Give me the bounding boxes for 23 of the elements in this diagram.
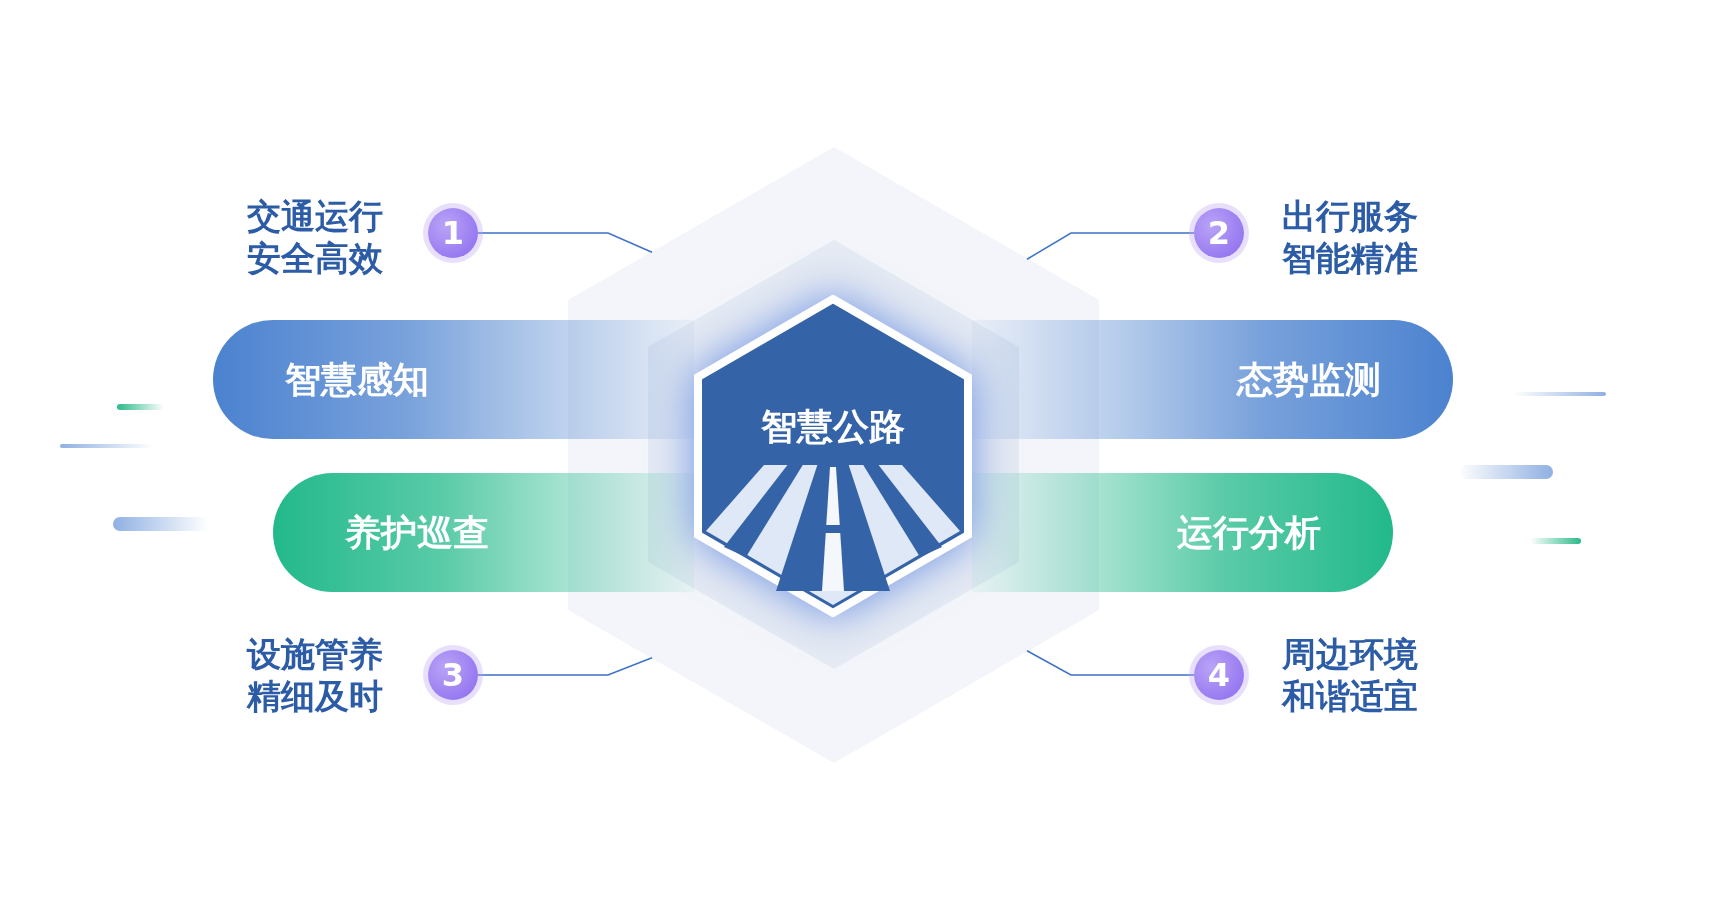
band-label: 态势监测 <box>1237 357 1381 401</box>
node-title: 智慧公路 <box>761 405 905 449</box>
leader-line <box>477 656 653 676</box>
callout-text: 交通运行安全高效 <box>247 195 384 279</box>
hexagon-node <box>694 295 972 617</box>
pill-band <box>213 320 694 439</box>
pill-band <box>972 473 1393 592</box>
number-badge: 3 <box>428 650 478 700</box>
band-label: 养护巡查 <box>345 510 489 554</box>
band-label: 运行分析 <box>1177 510 1321 554</box>
hexagon-frame <box>568 147 1099 763</box>
pill-band <box>273 473 694 592</box>
number-badge: 4 <box>1194 650 1244 700</box>
number-badge: 1 <box>428 208 478 258</box>
callout-text: 设施管养精细及时 <box>247 633 384 717</box>
callout-text: 周边环境和谐适宜 <box>1282 633 1419 717</box>
callout-text: 出行服务智能精准 <box>1282 195 1419 279</box>
leader-line <box>1026 650 1195 676</box>
band-label: 智慧感知 <box>285 357 429 401</box>
leader-line <box>477 232 653 254</box>
pill-band <box>972 320 1453 439</box>
leader-line <box>1026 232 1195 260</box>
number-badge: 2 <box>1194 208 1244 258</box>
